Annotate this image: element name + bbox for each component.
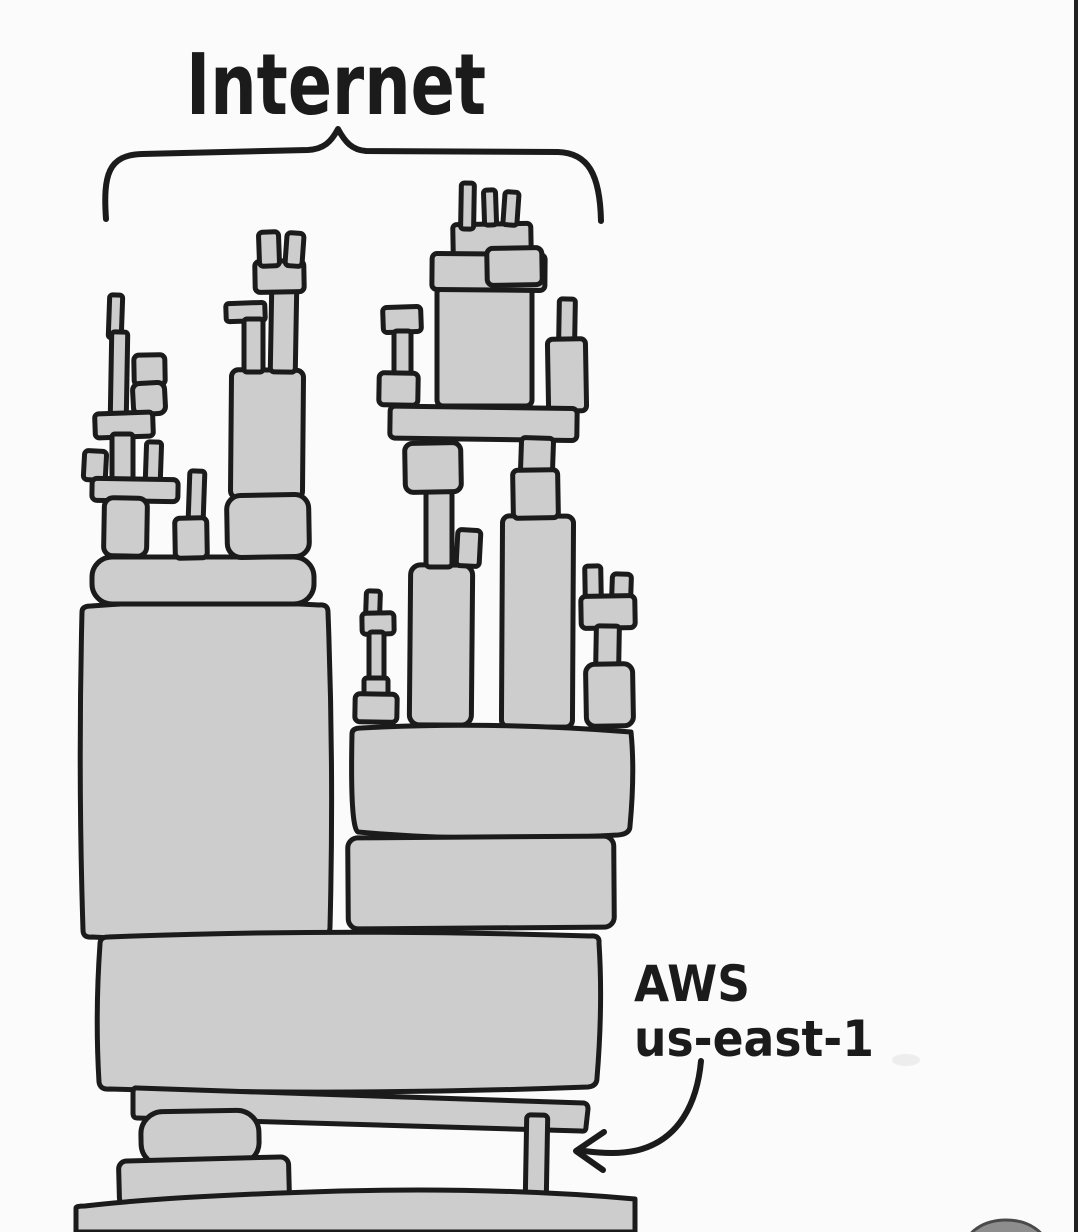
block [391, 328, 414, 380]
internet-label: Internet [186, 36, 486, 135]
tower [73, 180, 638, 1232]
aws-label-line1: AWS [634, 955, 750, 1013]
block [366, 629, 387, 685]
block [241, 316, 266, 375]
faint-smudge [892, 1054, 920, 1066]
aws-annotation: AWS us-east-1 [573, 955, 874, 1173]
block [402, 440, 464, 495]
block [89, 554, 317, 607]
middle-plank [387, 403, 580, 444]
block [510, 467, 561, 521]
block [544, 336, 590, 414]
block [500, 189, 522, 228]
block [458, 180, 477, 232]
right-edge-line [1074, 0, 1078, 1232]
block [484, 245, 545, 288]
block [142, 439, 165, 484]
block [423, 488, 455, 570]
block [107, 329, 131, 422]
block [352, 691, 400, 725]
block [376, 370, 421, 408]
block [101, 495, 150, 559]
internet-annotation: Internet [102, 36, 604, 224]
curly-brace-icon [102, 126, 604, 224]
wide-middle-block [94, 929, 604, 1095]
block [583, 661, 636, 729]
block [224, 492, 312, 560]
block [434, 284, 535, 409]
base-block [73, 1187, 638, 1232]
aws-label-line2: us-east-1 [634, 1010, 874, 1068]
block [345, 833, 617, 932]
arrowhead [573, 1129, 607, 1173]
curved-arrow-left-icon [581, 1058, 704, 1156]
aws-us-east-1-block [522, 1112, 551, 1202]
bottom-right-circle [970, 1218, 1042, 1232]
block [453, 527, 484, 569]
block [109, 431, 136, 485]
wide-slab-row [349, 722, 636, 841]
left-column-block [77, 599, 335, 943]
block [228, 367, 306, 501]
block [481, 187, 500, 228]
block [256, 229, 282, 269]
block [172, 515, 210, 561]
block [267, 286, 300, 375]
block [282, 230, 307, 269]
block [185, 468, 208, 525]
middle-column [406, 562, 476, 728]
tall-right-column [498, 513, 577, 730]
